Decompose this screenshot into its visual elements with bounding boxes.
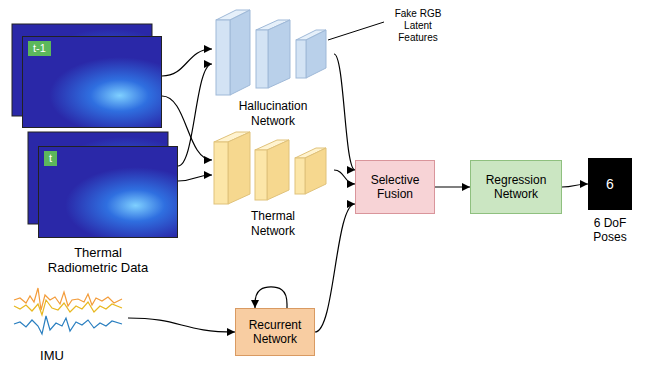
leader-line	[328, 22, 384, 40]
process-label: Regression Network	[483, 173, 549, 202]
connector-arrow	[128, 318, 235, 332]
process-box: Recurrent Network	[235, 308, 315, 356]
output-value: 6	[606, 176, 614, 193]
block-side	[268, 20, 290, 88]
output-label: 6 DoF Poses	[578, 216, 642, 245]
process-label: Recurrent Network	[242, 318, 308, 347]
sensor-label: IMU	[10, 348, 94, 364]
data-stack: Thermal Radiometric Data t-1 t	[8, 20, 188, 278]
block-front	[296, 40, 306, 78]
network-block: Hallucination Network	[212, 4, 334, 128]
process-label: Selective Fusion	[362, 173, 428, 202]
imu-signal	[14, 288, 122, 334]
block-side	[228, 132, 250, 204]
signal-trace	[14, 300, 122, 315]
block-front	[255, 150, 267, 200]
network-block: Thermal Network	[212, 130, 334, 238]
network-blocks	[214, 132, 326, 204]
network-label: Thermal Network	[233, 209, 313, 238]
block-side	[305, 148, 326, 194]
block-front	[214, 142, 228, 204]
network-blocks	[216, 10, 326, 95]
block-front	[216, 20, 230, 95]
connector-arrow	[315, 204, 355, 332]
signal-trace	[14, 288, 122, 310]
block-side	[230, 10, 250, 95]
process-box: Regression Network	[470, 160, 562, 214]
output-box: 66 DoF Poses	[588, 158, 632, 210]
stack-label: Thermal Radiometric Data	[42, 245, 154, 276]
connector-arrow	[334, 54, 355, 170]
thermal-frame: t-1	[22, 36, 162, 128]
frame-tag: t	[44, 151, 57, 166]
frame-tag: t-1	[28, 41, 51, 56]
block-front	[295, 158, 305, 194]
network-label: Hallucination Network	[233, 99, 313, 128]
thermal-frame: t	[38, 146, 178, 238]
connector-arrow	[562, 184, 588, 187]
connector-arrow	[334, 170, 355, 184]
block-side	[267, 140, 289, 200]
block-side	[306, 30, 326, 78]
connector-arrow	[178, 175, 212, 181]
sensor-input: IMU	[10, 280, 128, 366]
process-box: Selective Fusion	[355, 160, 435, 214]
connector-arrow	[255, 287, 287, 308]
feature-note: Fake RGB Latent Features	[386, 8, 450, 44]
connector-arrow	[435, 186, 470, 187]
block-front	[256, 30, 268, 88]
connector-arrow	[178, 64, 212, 166]
signal-trace	[14, 316, 122, 334]
